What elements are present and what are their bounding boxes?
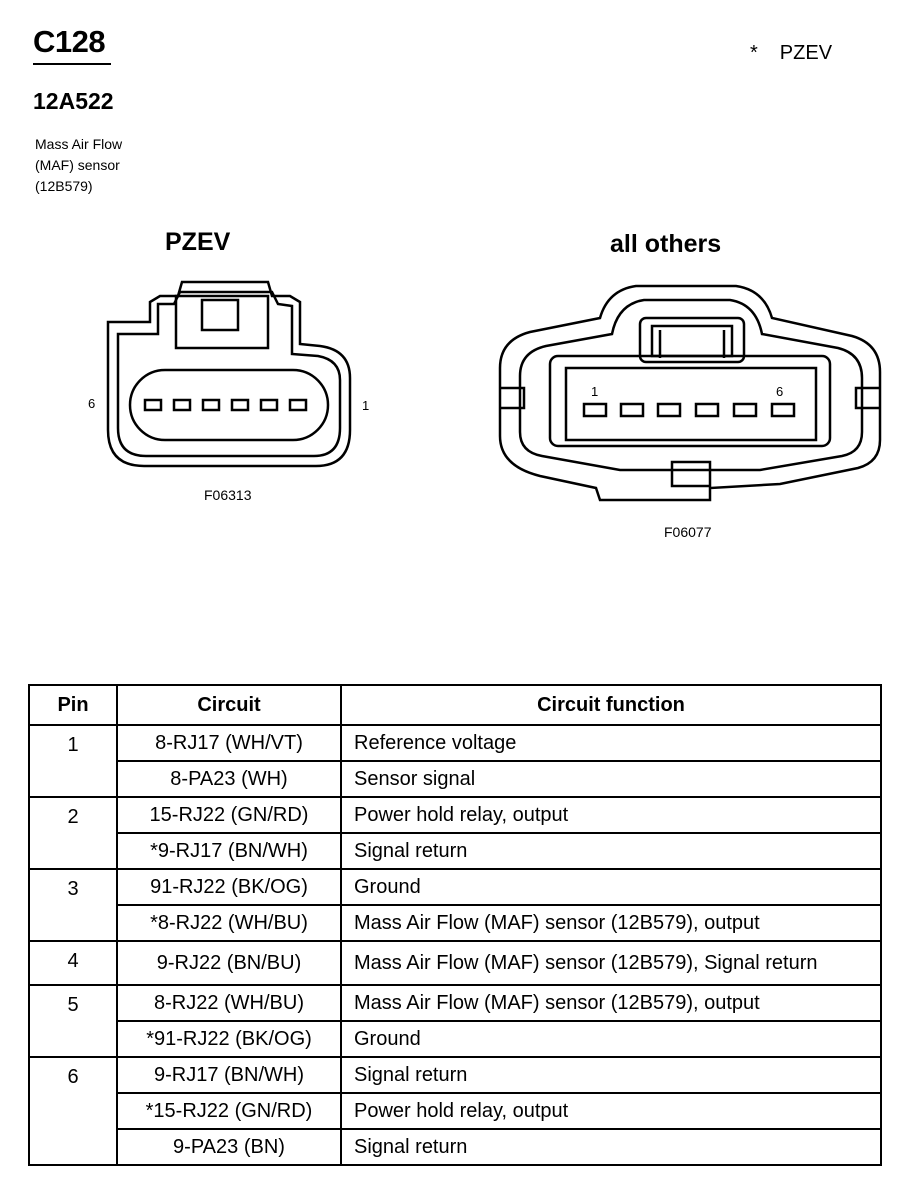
circuit-cell: *15-RJ22 (GN/RD)	[116, 1092, 342, 1130]
function-cell: Sensor signal	[340, 760, 882, 798]
table-row: *15-RJ22 (GN/RD) Power hold relay, outpu…	[29, 1092, 882, 1130]
circuit-cell: 91-RJ22 (BK/OG)	[116, 868, 342, 906]
table-row: 1 8-RJ17 (WH/VT) Reference voltage	[28, 724, 882, 798]
circuit-cell: 8-PA23 (WH)	[116, 760, 342, 798]
circuit-cell: *8-RJ22 (WH/BU)	[116, 904, 342, 942]
function-cell: Signal return	[340, 832, 882, 870]
others-pin-label-left: 1	[591, 384, 599, 399]
circuit-cell: 8-RJ17 (WH/VT)	[116, 724, 342, 762]
others-figure-code: F06077	[664, 524, 712, 540]
function-cell: Signal return	[340, 1128, 882, 1166]
function-cell: Power hold relay, output	[340, 1092, 882, 1130]
table-row: *9-RJ17 (BN/WH) Signal return	[29, 832, 882, 870]
header-pin: Pin	[28, 684, 118, 726]
circuit-cell: *91-RJ22 (BK/OG)	[116, 1020, 342, 1058]
table-row: 2 15-RJ22 (GN/RD) Power hold relay, outp…	[28, 796, 882, 870]
note-symbol: *	[750, 42, 758, 64]
circuit-cell: 9-RJ17 (BN/WH)	[116, 1056, 342, 1094]
table-row: *91-RJ22 (BK/OG) Ground	[29, 1020, 882, 1058]
pin-cell: 1	[28, 724, 118, 798]
note-text: PZEV	[779, 42, 833, 64]
header-circuit-function: Circuit function	[340, 684, 882, 726]
table-row: 6 9-RJ17 (BN/WH) Signal return	[28, 1056, 882, 1166]
header-circuit: Circuit	[116, 684, 342, 726]
table-header-row: Pin Circuit Circuit function	[28, 684, 882, 726]
circuit-cell: 9-RJ22 (BN/BU)	[116, 940, 342, 986]
pzev-connector-face	[106, 280, 352, 468]
table-row: 9-PA23 (BN) Signal return	[29, 1128, 882, 1166]
circuit-cell: *9-RJ17 (BN/WH)	[116, 832, 342, 870]
pzev-pin-cavities	[143, 398, 308, 412]
table-row: 4 9-RJ22 (BN/BU) Mass Air Flow (MAF) sen…	[28, 940, 882, 986]
pzev-pin-label-right: 1	[362, 398, 370, 413]
others-connector-face	[498, 284, 882, 502]
pin-cell: 4	[28, 940, 118, 986]
view-title-pzev: PZEV	[165, 228, 231, 256]
circuit-cell: 9-PA23 (BN)	[116, 1128, 342, 1166]
function-cell: Ground	[340, 868, 882, 906]
table-row: 8-PA23 (WH) Sensor signal	[29, 760, 882, 798]
view-title-all-others: all others	[610, 230, 722, 258]
function-cell: Ground	[340, 1020, 882, 1058]
function-cell: Mass Air Flow (MAF) sensor (12B579), out…	[340, 984, 882, 1022]
circuit-cell: 15-RJ22 (GN/RD)	[116, 796, 342, 834]
description-line-2: (MAF) sensor	[35, 157, 120, 173]
pin-cell: 6	[28, 1056, 118, 1166]
connector-drawings	[106, 280, 882, 502]
others-pin-label-right: 6	[776, 384, 784, 399]
legend-note: * PZEV	[750, 42, 832, 65]
pzev-pin-label-left: 6	[88, 396, 96, 411]
function-cell: Mass Air Flow (MAF) sensor (12B579), Sig…	[340, 940, 882, 986]
pinout-table: Pin Circuit Circuit function 1 8-RJ17 (W…	[28, 684, 882, 1166]
pin-cell: 3	[28, 868, 118, 942]
description-line-1: Mass Air Flow	[35, 136, 123, 152]
pzev-figure-code: F06313	[204, 487, 252, 503]
pin-cell: 5	[28, 984, 118, 1058]
function-cell: Signal return	[340, 1056, 882, 1094]
function-cell: Reference voltage	[340, 724, 882, 762]
table-row: *8-RJ22 (WH/BU) Mass Air Flow (MAF) sens…	[29, 904, 882, 942]
table-row: 5 8-RJ22 (WH/BU) Mass Air Flow (MAF) sen…	[28, 984, 882, 1058]
others-pin-cavities	[582, 402, 796, 418]
function-cell: Power hold relay, output	[340, 796, 882, 834]
function-cell: Mass Air Flow (MAF) sensor (12B579), out…	[340, 904, 882, 942]
connector-code: C128	[33, 24, 106, 59]
table-row: 3 91-RJ22 (BK/OG) Ground	[28, 868, 882, 942]
connector-code-underline	[33, 63, 111, 65]
pin-cell: 2	[28, 796, 118, 870]
circuit-cell: 8-RJ22 (WH/BU)	[116, 984, 342, 1022]
component-code: 12A522	[33, 88, 114, 114]
description-line-3: (12B579)	[35, 178, 93, 194]
